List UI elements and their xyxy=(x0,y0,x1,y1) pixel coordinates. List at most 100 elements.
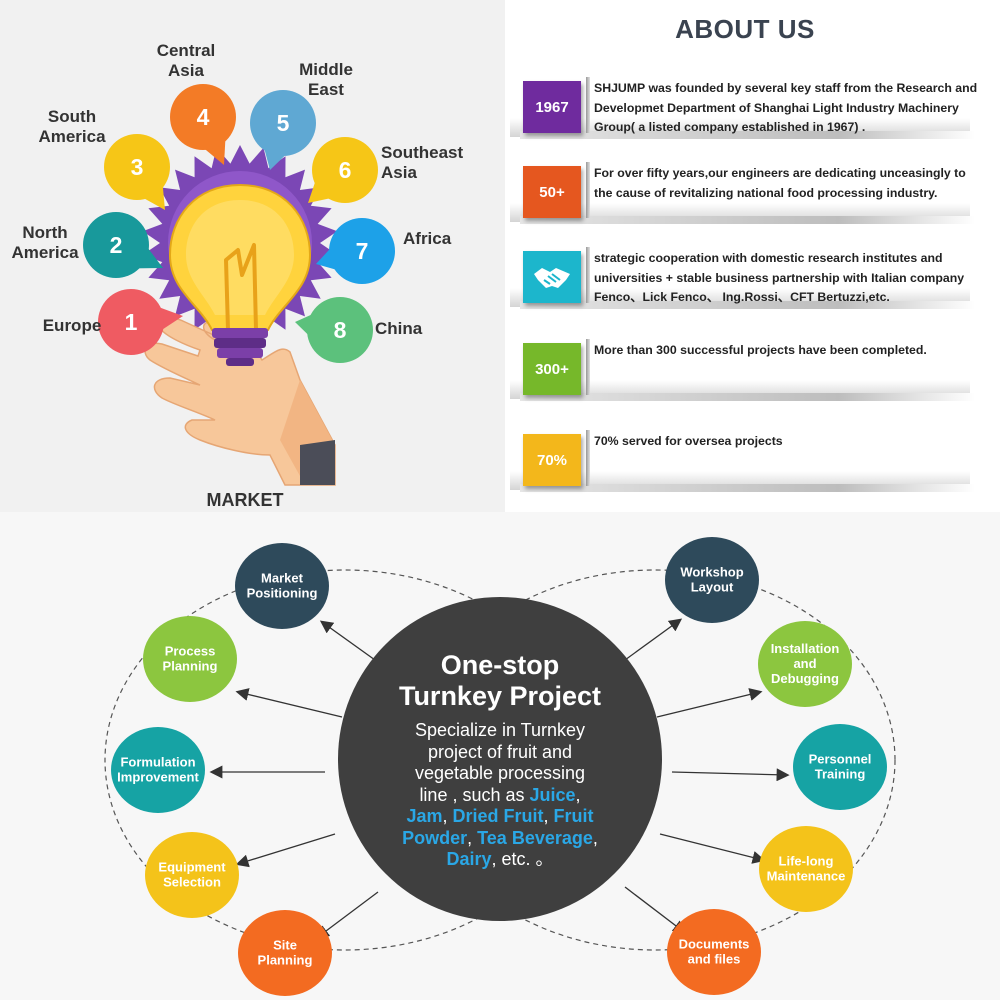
region-bubble-6: 6 xyxy=(308,137,378,203)
description-line: Dairy, etc. 。 xyxy=(360,849,640,871)
description-text: line , such as xyxy=(419,784,530,805)
about-item: 50+ For over fifty years,our engineers ar… xyxy=(510,160,980,224)
about-text: For over fifty years,our engineers are d… xyxy=(594,166,966,200)
region-label: Europe xyxy=(43,316,102,335)
region-label: China xyxy=(375,319,423,338)
region-number: 7 xyxy=(356,238,369,264)
region-number: 8 xyxy=(334,317,347,343)
about-text: More than 300 successful projects have b… xyxy=(594,343,927,357)
turnkey-title-line2: Turnkey Project xyxy=(398,681,602,711)
description-line: Jam, Dried Fruit, Fruit xyxy=(360,806,640,828)
description-text: vegetable processing xyxy=(414,763,586,783)
region-bubble-1: 1 xyxy=(98,289,183,355)
region-label: Africa xyxy=(403,229,452,248)
connector-arrow xyxy=(315,891,379,939)
region-bubble-3: 3 xyxy=(104,134,170,210)
connector-arrow xyxy=(319,620,376,661)
about-item: 300+ More than 300 successful projects ha… xyxy=(510,337,980,401)
handshake-icon xyxy=(523,251,581,303)
connector-arrow xyxy=(235,688,343,718)
connector-arrow xyxy=(624,886,687,934)
product-highlight: Jam xyxy=(406,806,443,826)
product-highlight: Juice xyxy=(529,784,576,805)
region-bubbles: 1 2 3 4 56 7 8 xyxy=(83,84,395,363)
description-line: line , such as Juice, xyxy=(360,785,640,807)
description-text: , xyxy=(575,784,581,805)
product-highlight: Dairy xyxy=(446,849,492,869)
about-badge: 1967 xyxy=(523,81,581,133)
hand-icon xyxy=(144,316,336,486)
about-text: 70% served for oversea projects xyxy=(594,434,783,448)
turnkey-title-line1: One-stop xyxy=(440,650,560,680)
description-line: project of fruit and xyxy=(360,742,640,764)
region-bubble-8: 8 xyxy=(295,297,373,363)
region-number: 2 xyxy=(110,232,123,258)
about-badge: 300+ xyxy=(523,343,581,395)
region-bubble-2: 2 xyxy=(83,212,163,278)
region-bubble-5: 5 xyxy=(250,90,316,170)
market-title: MARKET xyxy=(206,490,284,510)
about-badge: 50+ xyxy=(523,166,581,218)
region-number: 1 xyxy=(125,309,138,335)
description-line: Specialize in Turnkey xyxy=(360,720,640,742)
connector-arrow xyxy=(624,618,683,661)
about-badge: 70% xyxy=(523,434,581,486)
description-line: vegetable processing xyxy=(360,763,640,785)
product-highlight: Tea Beverage xyxy=(477,827,593,848)
region-number: 3 xyxy=(131,154,144,180)
about-text: strategic cooperation with domestic rese… xyxy=(594,251,965,304)
turnkey-title: One-stop Turnkey Project xyxy=(340,650,660,712)
description-text: project of fruit and xyxy=(427,741,573,762)
connector-arrow xyxy=(656,688,763,718)
connector-arrow xyxy=(235,833,336,868)
description-text: , xyxy=(442,806,453,826)
description-text: , xyxy=(543,806,554,826)
product-highlight: Powder xyxy=(402,827,468,848)
region-bubble-4: 4 xyxy=(170,84,236,165)
connector-arrow xyxy=(671,768,790,782)
about-title: ABOUT US xyxy=(675,14,815,44)
center-hub xyxy=(338,597,662,921)
product-highlight: Dried Fruit xyxy=(452,806,544,826)
connector-arrows xyxy=(209,618,790,939)
lightbulb-icon xyxy=(168,183,312,366)
about-item: strategic cooperation with domestic rese… xyxy=(510,245,980,309)
description-text: , etc. 。 xyxy=(491,849,554,869)
region-bubble-7: 7 xyxy=(316,218,395,284)
description-line: Powder, Tea Beverage, xyxy=(360,828,640,850)
description-text: , xyxy=(592,827,598,848)
region-number: 4 xyxy=(197,104,210,130)
region-number: 6 xyxy=(339,157,352,183)
